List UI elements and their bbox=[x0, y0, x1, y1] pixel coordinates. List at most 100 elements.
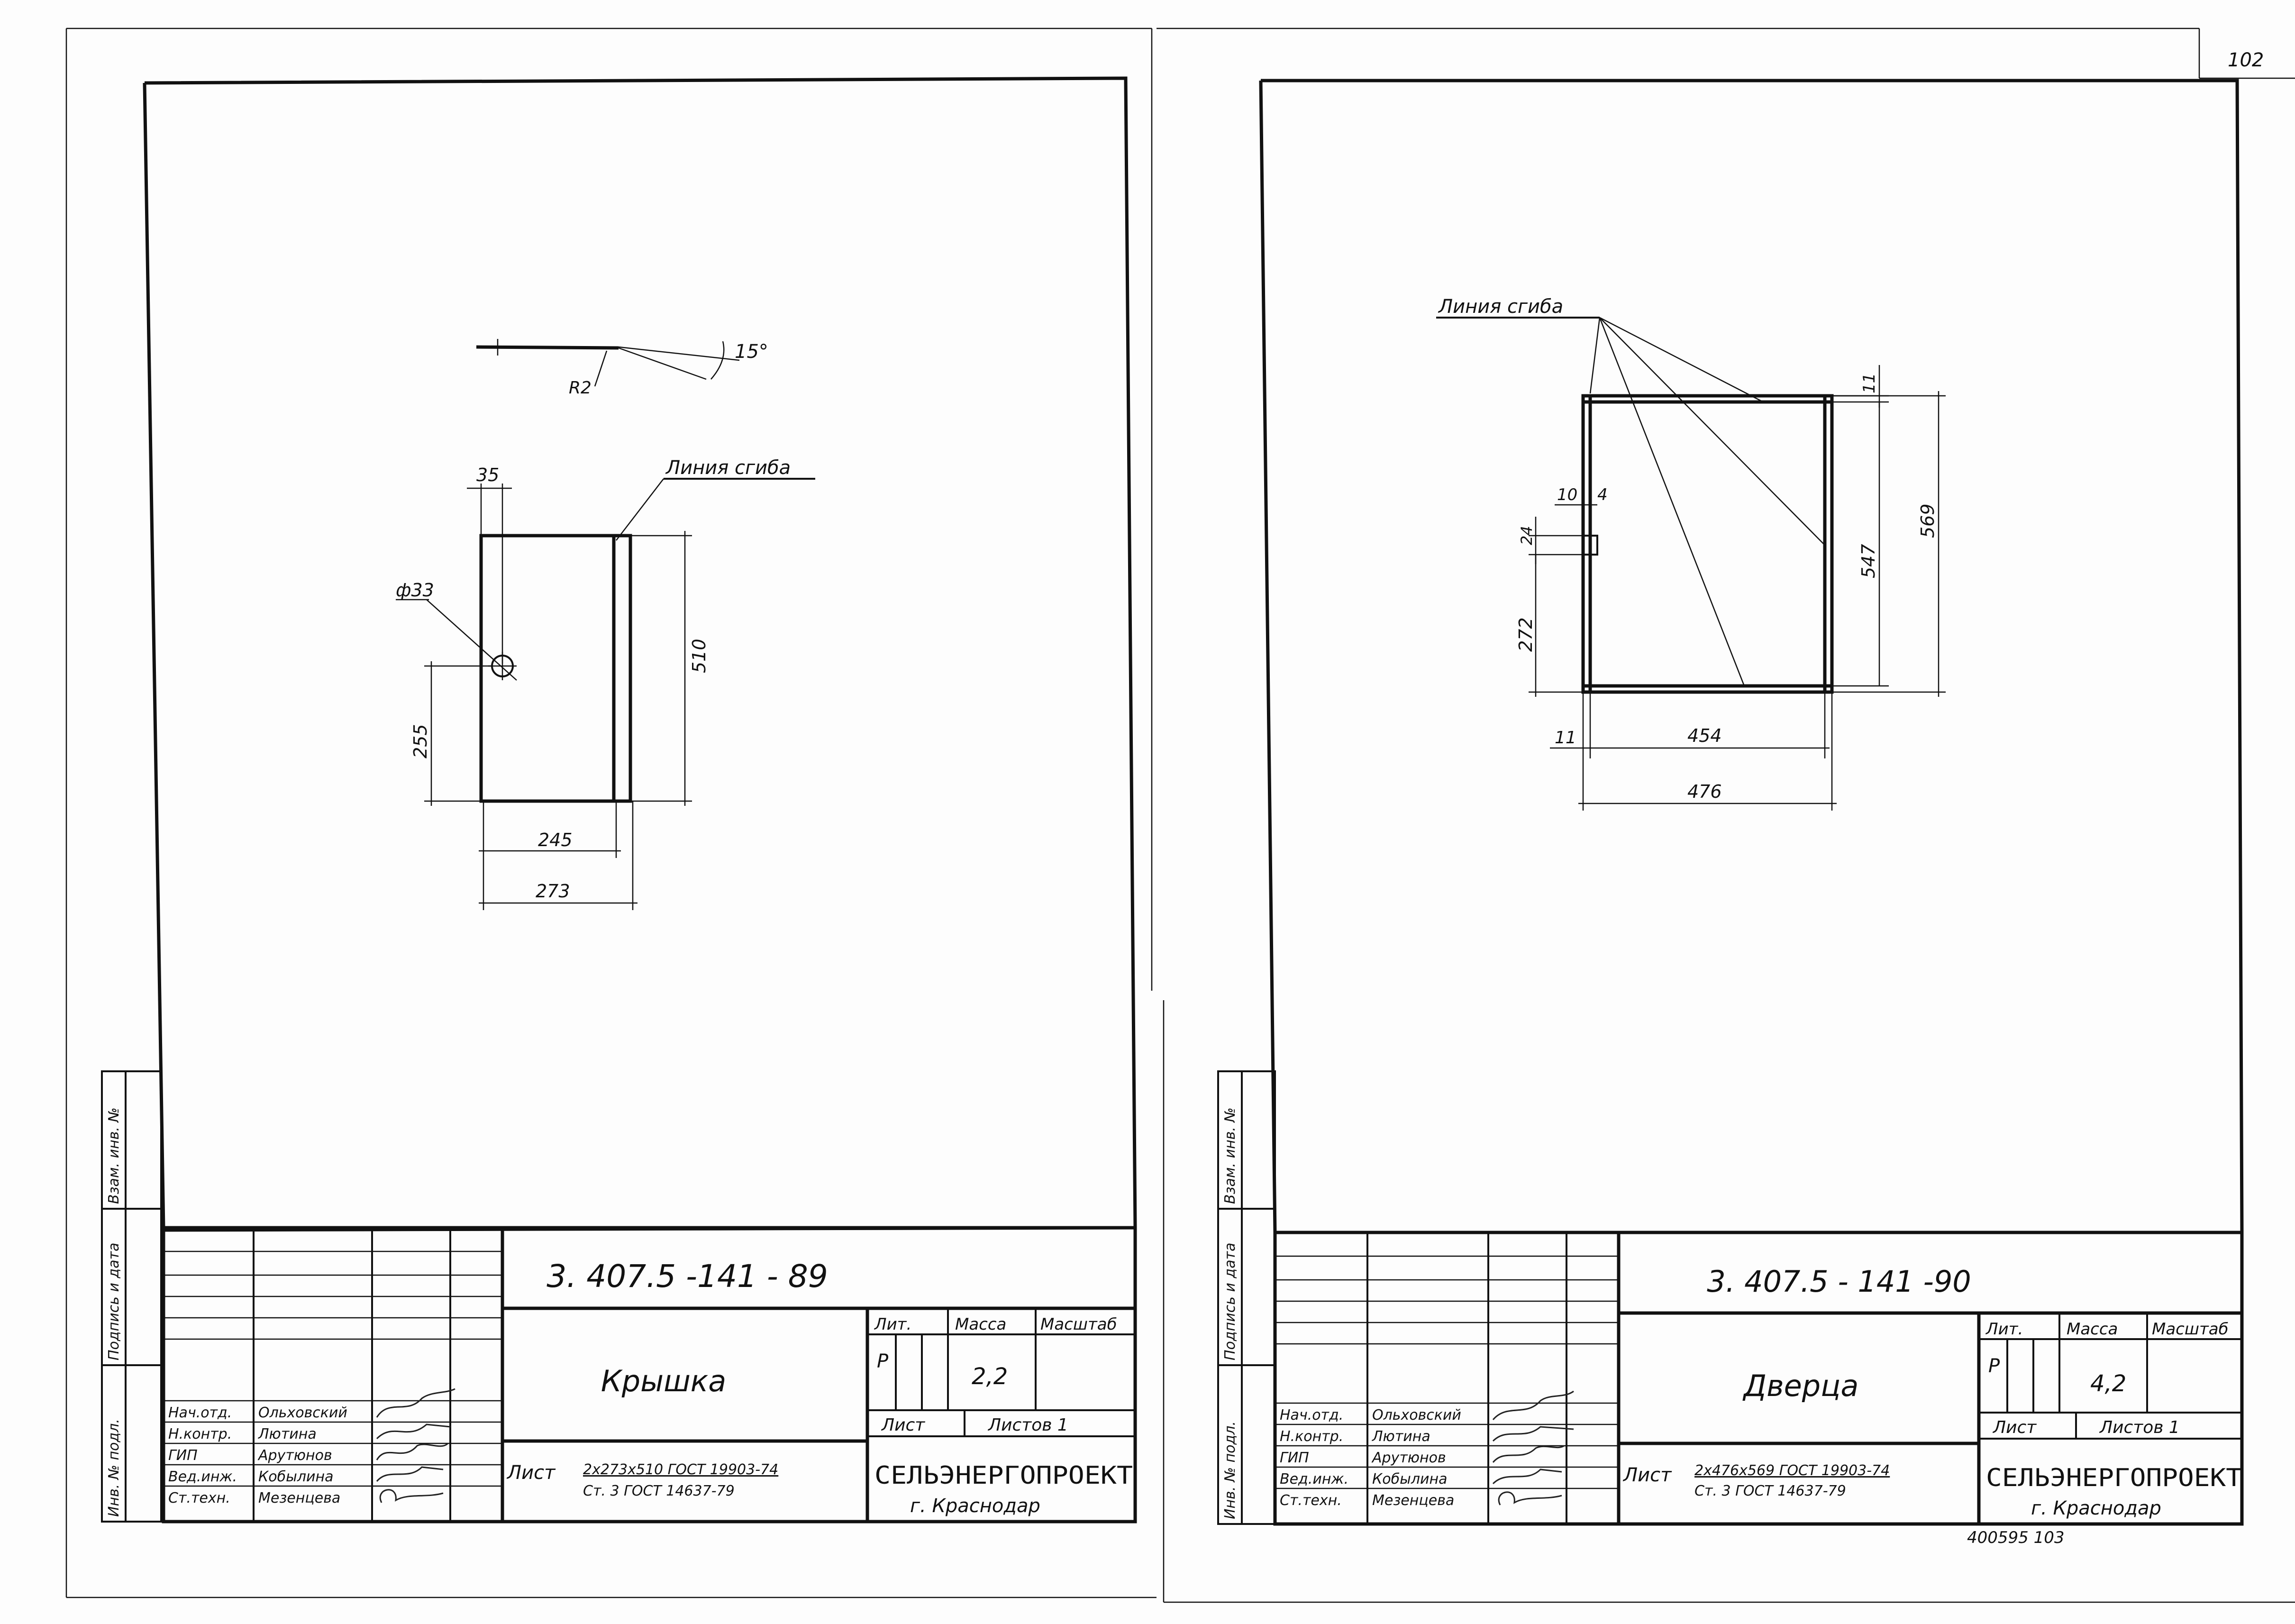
signature-mark bbox=[376, 1442, 449, 1460]
angle-leg bbox=[618, 346, 740, 361]
staff-name: Арутюнов bbox=[1371, 1450, 1446, 1466]
staff-role: ГИП bbox=[168, 1447, 198, 1464]
signature-mark bbox=[1492, 1445, 1565, 1463]
angle-label: 15° bbox=[735, 341, 768, 363]
radius-leader bbox=[594, 350, 608, 387]
stamp-signature-date: Подпись и дата bbox=[106, 1243, 122, 1361]
dim-4: 4 bbox=[1597, 485, 1608, 504]
footer-note: 400595 103 bbox=[1967, 1528, 2065, 1547]
radius-label: R2 bbox=[569, 378, 592, 398]
hole-leader bbox=[426, 599, 517, 681]
sheets-count: Листов 1 bbox=[987, 1415, 1068, 1435]
sheets-count: Листов 1 bbox=[2099, 1418, 2180, 1437]
door-drawing: Линия сгиба 11 547 569 10 4 bbox=[1436, 296, 1946, 811]
frame-right-edge bbox=[1259, 80, 1277, 1233]
signature-mark bbox=[1492, 1426, 1574, 1442]
signature-mark bbox=[379, 1489, 444, 1503]
part-title: Крышка bbox=[601, 1364, 727, 1398]
staff-name: Лютина bbox=[258, 1426, 317, 1442]
staff-role: Вед.инж. bbox=[1280, 1471, 1348, 1487]
bend-leader bbox=[1599, 317, 1825, 546]
company-name: СЕЛЬЭНЕРГОПРОЕКТ bbox=[874, 1461, 1133, 1490]
frame-right bbox=[1261, 79, 2244, 1234]
lit-value: Р bbox=[877, 1350, 889, 1372]
signature-mark bbox=[1498, 1491, 1562, 1505]
staff-name: Ольховский bbox=[1372, 1407, 1461, 1423]
page-number: 102 bbox=[2228, 49, 2264, 71]
title-block-frame bbox=[1273, 1231, 2244, 1526]
dim-11-top: 11 bbox=[1860, 373, 1879, 393]
dim-10: 10 bbox=[1557, 485, 1577, 504]
dim-255: 255 bbox=[410, 724, 431, 758]
latch-slot bbox=[1582, 535, 1598, 556]
hole-label: ф33 bbox=[396, 580, 434, 601]
stamp-signature-date: Подпись и дата bbox=[1222, 1243, 1239, 1361]
part-title: Дверца bbox=[1742, 1369, 1859, 1403]
mass-header: Масса bbox=[2067, 1320, 2118, 1339]
bend-leader bbox=[1589, 317, 1601, 394]
dim-272: 272 bbox=[1515, 617, 1536, 652]
lid-drawing: 15° R2 Линия сгиба 35 ф33 bbox=[396, 339, 815, 910]
dim-24: 24 bbox=[1518, 526, 1536, 545]
staff-name: Мезенцева bbox=[258, 1490, 340, 1506]
staff-name: Ольховский bbox=[258, 1405, 347, 1421]
bend-line-label: Линия сгиба bbox=[665, 457, 791, 479]
staff-role: ГИП bbox=[1280, 1450, 1309, 1466]
staff-name: Мезенцева bbox=[1372, 1492, 1454, 1509]
angle-arc bbox=[710, 341, 725, 380]
dim-11-left: 11 bbox=[1555, 728, 1576, 748]
stamp-vzam-inv: Взам. инв. № bbox=[106, 1107, 122, 1204]
dim-245: 245 bbox=[538, 830, 573, 850]
material-label: Лист bbox=[1622, 1464, 1672, 1486]
mass-header: Масса bbox=[955, 1315, 1006, 1334]
dim-35: 35 bbox=[476, 465, 499, 485]
signature-mark bbox=[376, 1423, 451, 1440]
title-block-frame bbox=[162, 1226, 1137, 1524]
material-line2: Ст. 3 ГОСТ 14637-79 bbox=[583, 1483, 735, 1499]
staff-role: Нач.отд. bbox=[1280, 1407, 1343, 1423]
sheet-label: Лист bbox=[881, 1415, 925, 1435]
side-stamp-left: Инв. № подл. Подпись и дата Взам. инв. № bbox=[101, 1070, 162, 1523]
door-plate bbox=[1581, 394, 1834, 694]
dim-547: 547 bbox=[1858, 544, 1879, 578]
lid-plate bbox=[479, 534, 632, 803]
frame-left-edge bbox=[143, 82, 165, 1228]
staff-role: Вед.инж. bbox=[168, 1469, 237, 1485]
bend-label-leader bbox=[616, 478, 664, 541]
doc-code: 3. 407.5 - 141 -90 bbox=[1707, 1264, 1971, 1299]
lid-profile bbox=[476, 345, 619, 350]
company-city: г. Краснодар bbox=[910, 1495, 1040, 1517]
mass-value: 4,2 bbox=[2090, 1370, 2126, 1397]
bend-leader bbox=[1599, 317, 1745, 686]
stamp-inv-podl: Инв. № подл. bbox=[106, 1419, 122, 1517]
staff-name: Кобылина bbox=[1372, 1471, 1448, 1487]
staff-name: Кобылина bbox=[258, 1469, 334, 1485]
dim-510: 510 bbox=[689, 639, 710, 673]
staff-role: Ст.техн. bbox=[1280, 1492, 1342, 1509]
stamp-inv-podl: Инв. № подл. bbox=[1222, 1421, 1239, 1519]
lit-header: Лит. bbox=[874, 1315, 911, 1334]
company-name: СЕЛЬЭНЕРГОПРОЕКТ bbox=[1986, 1464, 2242, 1492]
staff-role: Н.контр. bbox=[168, 1426, 232, 1442]
sheet-right: Инв. № подл. Подпись и дата Взам. инв. № bbox=[1217, 79, 2244, 1547]
title-block-left: 3. 407.5 -141 - 89 Крышка Лит. Масса Мас… bbox=[162, 1226, 1137, 1524]
material-line1: 2х273х510 ГОСТ 19903-74 bbox=[583, 1461, 778, 1478]
mass-value: 2,2 bbox=[972, 1363, 1008, 1390]
staff-role: Н.контр. bbox=[1280, 1428, 1343, 1445]
staff-name: Арутюнов bbox=[257, 1447, 332, 1464]
lit-header: Лит. bbox=[1985, 1320, 2023, 1339]
angle-leg bbox=[618, 347, 707, 380]
stamp-vzam-inv: Взам. инв. № bbox=[1222, 1107, 1239, 1204]
company-city: г. Краснодар bbox=[2031, 1497, 2161, 1519]
scale-header: Масштаб bbox=[2152, 1320, 2229, 1339]
sheet-label: Лист bbox=[1992, 1418, 2037, 1437]
sheet-left: Инв. № подл. Подпись и дата Взам. инв. № bbox=[101, 76, 1137, 1524]
side-stamp-right: Инв. № подл. Подпись и дата Взам. инв. № bbox=[1217, 1070, 1276, 1525]
material-line2: Ст. 3 ГОСТ 14637-79 bbox=[1694, 1483, 1846, 1499]
dim-476: 476 bbox=[1687, 781, 1722, 802]
material-line1: 2х476х569 ГОСТ 19903-74 bbox=[1694, 1462, 1890, 1479]
title-block-right: 3. 407.5 - 141 -90 Дверца Лит. Масса Мас… bbox=[1273, 1231, 2244, 1526]
staff-role: Ст.техн. bbox=[168, 1490, 230, 1506]
